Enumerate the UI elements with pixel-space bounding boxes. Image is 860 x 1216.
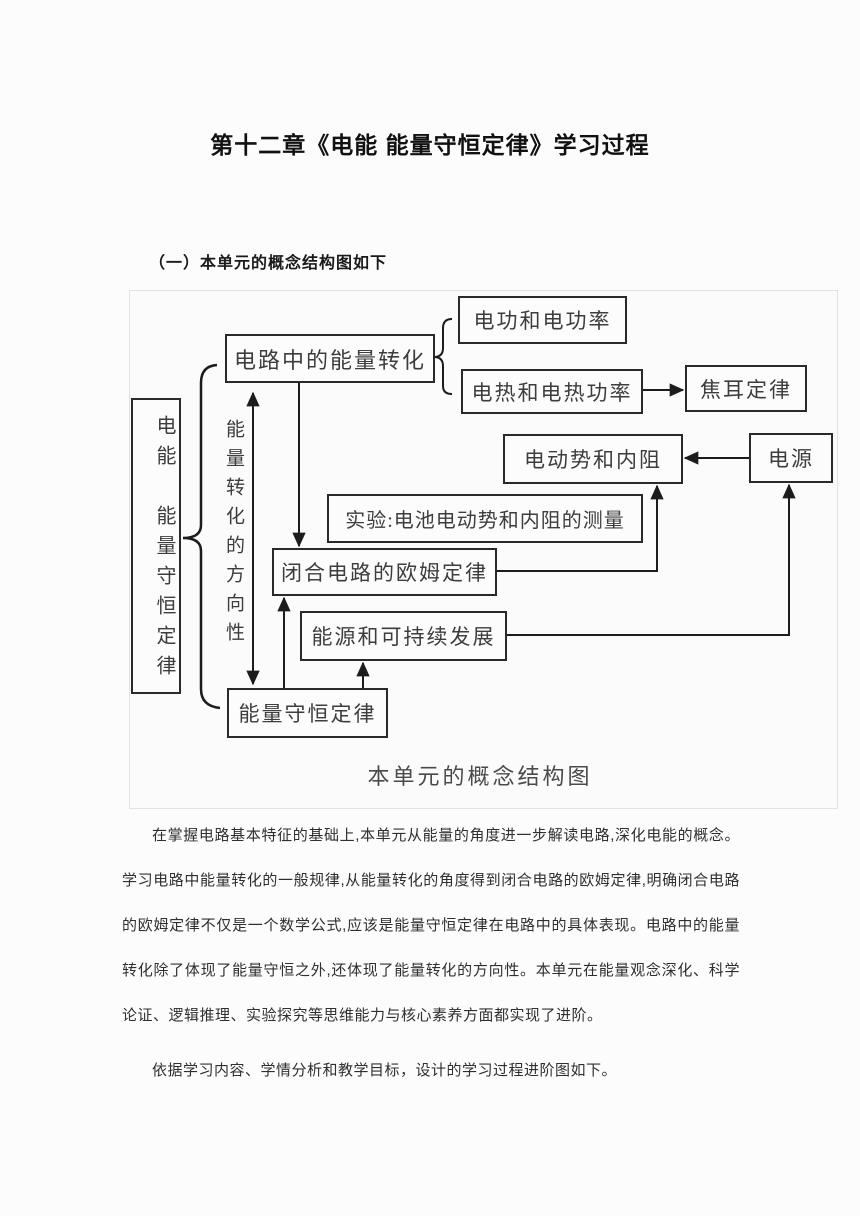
node-electric-work: 电功和电功率 [458, 296, 627, 344]
arrow-sustain-to-source [507, 483, 796, 636]
arrow-ohm-to-emf [497, 484, 664, 572]
diagram-connectors [182, 318, 796, 710]
direction-label: 能量转化的方向性 [223, 419, 244, 651]
node-electric-heat: 电热和电热功率 [461, 369, 643, 414]
concept-structure-diagram: 电能 能量守恒定律 能量转化的方向性 电路中的能量转化 电功和电功率 电热和电热… [129, 290, 838, 809]
node-closed-circuit-ohm: 闭合电路的欧姆定律 [272, 548, 497, 596]
brace-unit [182, 363, 221, 710]
node-unit-title: 电能 能量守恒定律 [131, 398, 181, 694]
page-title: 第十二章《电能 能量守恒定律》学习过程 [210, 132, 650, 158]
paragraph-unit-overview: 在掌握电路基本特征的基础上,本单元从能量的角度进一步解读电路,深化电能的概念。学… [122, 827, 740, 1024]
node-experiment: 实验:电池电动势和内阻的测量 [327, 494, 643, 543]
node-energy-sustainable: 能源和可持续发展 [300, 611, 507, 661]
node-joule-law: 焦耳定律 [685, 365, 807, 412]
node-emf-resistance: 电动势和内阻 [503, 434, 683, 484]
body-text: 在掌握电路基本特征的基础上,本单元从能量的角度进一步解读电路,深化电能的概念。学… [122, 813, 740, 1093]
node-power-source: 电源 [749, 433, 833, 483]
diagram-caption: 本单元的概念结构图 [367, 764, 593, 789]
paragraph-design-intro: 依据学习内容、学情分析和教学目标，设计的学习过程进阶图如下。 [152, 1062, 618, 1079]
section-heading: （一）本单元的概念结构图如下 [149, 255, 388, 272]
brace-circuit-energy [433, 318, 453, 395]
node-energy-conservation: 能量守恒定律 [227, 688, 388, 738]
node-circuit-energy: 电路中的能量转化 [225, 334, 435, 383]
